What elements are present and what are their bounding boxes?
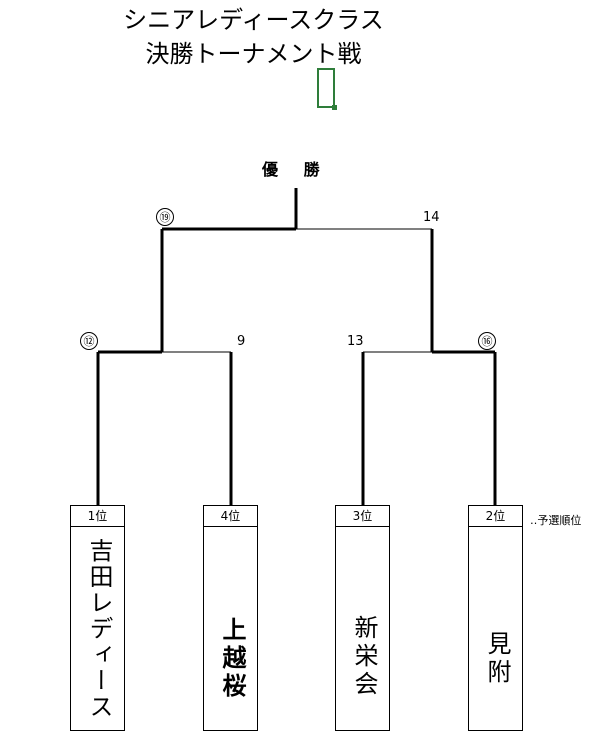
semi-left-a-match-number: ⑫ (80, 332, 98, 350)
preliminary-rank-note: ‥予選順位 (530, 514, 582, 527)
final-right-match-number: 14 (423, 210, 440, 225)
team-name: 新栄会 (350, 615, 378, 699)
team-name: 見附 (483, 631, 511, 687)
team-box-1: 1位 吉田レディース (70, 505, 125, 731)
semi-left-b-match-number: 9 (237, 334, 246, 349)
final-left-match-number: ⑲ (156, 208, 174, 226)
semi-right-b-match-number: ⑯ (478, 332, 496, 350)
team-box-2: 2位 見附 (468, 505, 523, 731)
title-line1: シニアレディースクラス (123, 6, 384, 34)
team-rank: 1位 (71, 506, 124, 527)
team-rank: 2位 (469, 506, 522, 527)
team-name: 上越桜 (218, 617, 246, 701)
winner-label: 優 勝 (262, 160, 330, 179)
title-line2: 決勝トーナメント戦 (145, 40, 362, 68)
team-box-4: 4位 上越桜 (203, 505, 258, 731)
selected-cell[interactable] (317, 68, 337, 110)
team-rank: 3位 (336, 506, 389, 527)
team-rank: 4位 (204, 506, 257, 527)
team-box-3: 3位 新栄会 (335, 505, 390, 731)
team-name: 吉田レディース (85, 538, 113, 720)
semi-right-a-match-number: 13 (347, 334, 364, 349)
